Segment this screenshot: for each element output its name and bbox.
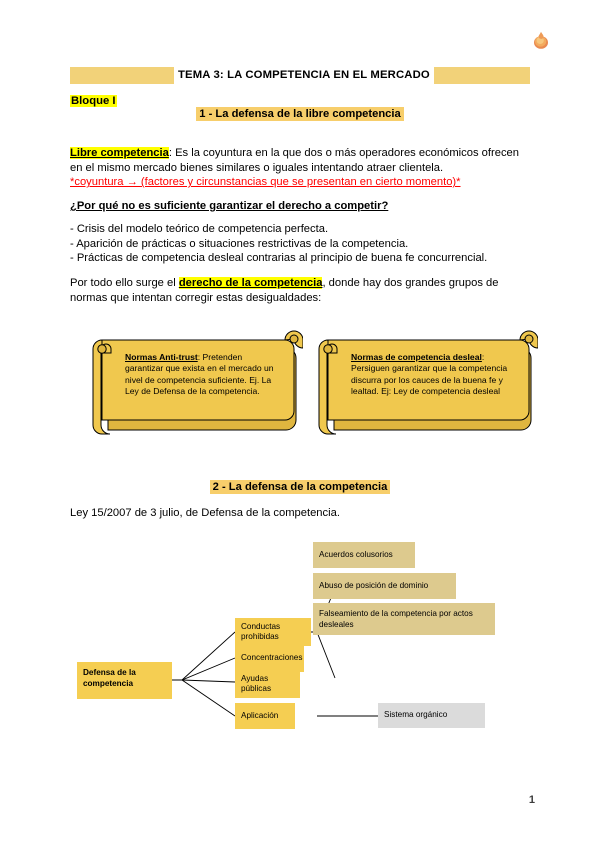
paragraph-libre-competencia: Libre competencia: Es la coyuntura en la… (70, 146, 532, 190)
scroll-shape-anti-trust: Normas Anti-trust: Pretenden garantizar … (88, 330, 303, 452)
definition-libre-competencia: : Es la coyuntura en la que dos o más op… (70, 147, 519, 174)
diagram-node-acuerdos-label: Acuerdos colusorios (319, 549, 393, 559)
note-coyuntura: *coyuntura → (factores y circunstancias … (70, 176, 461, 189)
page-number: 1 (528, 794, 535, 806)
paragraph-derecho-competencia: Por todo ello surge el derecho de la com… (70, 276, 532, 305)
diagram-node-conductas-prohibidas: Conductas prohibidas (235, 618, 311, 646)
title-band-right-fill (433, 67, 530, 84)
diagram-node-concentraciones-label: Concentraciones (241, 652, 303, 662)
diagram-node-falseamiento-label: Falseamiento de la competencia por actos… (319, 609, 473, 629)
diagram-node-root: Defensa de la competencia (77, 662, 172, 699)
title-band-left-fill (70, 67, 174, 84)
bloque-label: Bloque I (70, 95, 117, 107)
flame-icon (533, 31, 549, 49)
diagram-node-abuso-label: Abuso de posición de dominio (319, 580, 429, 590)
page-title: TEMA 3: LA COMPETENCIA EN EL MERCADO (174, 67, 434, 84)
portodo-prefix: Por todo ello surge el (70, 277, 179, 289)
diagram-node-sistema-label: Sistema orgánico (384, 710, 448, 720)
scroll-body-anti-trust: : Pretenden garantizar que exista en el … (125, 352, 274, 397)
section-1-heading-text: 1 - La defensa de la libre competencia (196, 107, 404, 121)
list-item: - Aparición de prácticas o situaciones r… (70, 237, 409, 250)
diagram-node-aplicacion-label: Aplicación (241, 710, 279, 720)
scroll-shape-competencia-desleal: Normas de competencia desleal: Persiguen… (314, 330, 538, 452)
question-heading: ¿Por qué no es suficiente garantizar el … (70, 199, 532, 214)
list-item: - Prácticas de competencia desleal contr… (70, 252, 488, 265)
scroll-body-competencia-desleal: : Persiguen garantizar que la competenci… (351, 352, 508, 397)
scroll-term-anti-trust: Normas Anti-trust (125, 352, 198, 362)
section-2-heading: 2 - La defensa de la competencia (0, 480, 600, 494)
diagram-node-ayudas-label: Ayudas públicas (241, 673, 272, 694)
diagram-node-aplicacion: Aplicación (235, 703, 295, 729)
diagram-node-acuerdos-colusorios: Acuerdos colusorios (313, 542, 415, 568)
diagram-node-sistema-organico: Sistema orgánico (378, 703, 485, 728)
diagram-node-root-label: Defensa de la competencia (83, 668, 136, 688)
term-derecho-competencia: derecho de la competencia (178, 277, 323, 289)
diagram-node-falseamiento: Falseamiento de la competencia por actos… (313, 603, 495, 635)
list-item: - Crisis del modelo teórico de competenc… (70, 223, 329, 235)
diagram-node-concentraciones: Concentraciones (235, 644, 304, 672)
paragraph-ley: Ley 15/2007 de 3 julio, de Defensa de la… (70, 507, 340, 519)
section-1-heading: 1 - La defensa de la libre competencia (0, 107, 600, 121)
diagram-node-abuso-posicion: Abuso de posición de dominio (313, 573, 456, 599)
reasons-list: - Crisis del modelo teórico de competenc… (70, 222, 532, 266)
scroll-term-competencia-desleal: Normas de competencia desleal (351, 352, 482, 362)
diagram-node-ayudas-publicas: Ayudas públicas (235, 670, 300, 698)
term-libre-competencia: Libre competencia (70, 147, 169, 159)
scroll-text-competencia-desleal: Normas de competencia desleal: Persiguen… (351, 352, 509, 398)
competition-defense-diagram: Defensa de la competencia Conductas proh… (60, 540, 540, 740)
portodo-suffix: , donde hay dos grandes grupos de normas… (70, 277, 499, 304)
question-text: ¿Por qué no es suficiente garantizar el … (70, 200, 389, 212)
scroll-text-anti-trust: Normas Anti-trust: Pretenden garantizar … (125, 352, 275, 398)
diagram-node-conductas-label: Conductas prohibidas (241, 621, 281, 642)
section-2-heading-text: 2 - La defensa de la competencia (209, 480, 391, 494)
document-title-band: TEMA 3: LA COMPETENCIA EN EL MERCADO (70, 67, 530, 84)
